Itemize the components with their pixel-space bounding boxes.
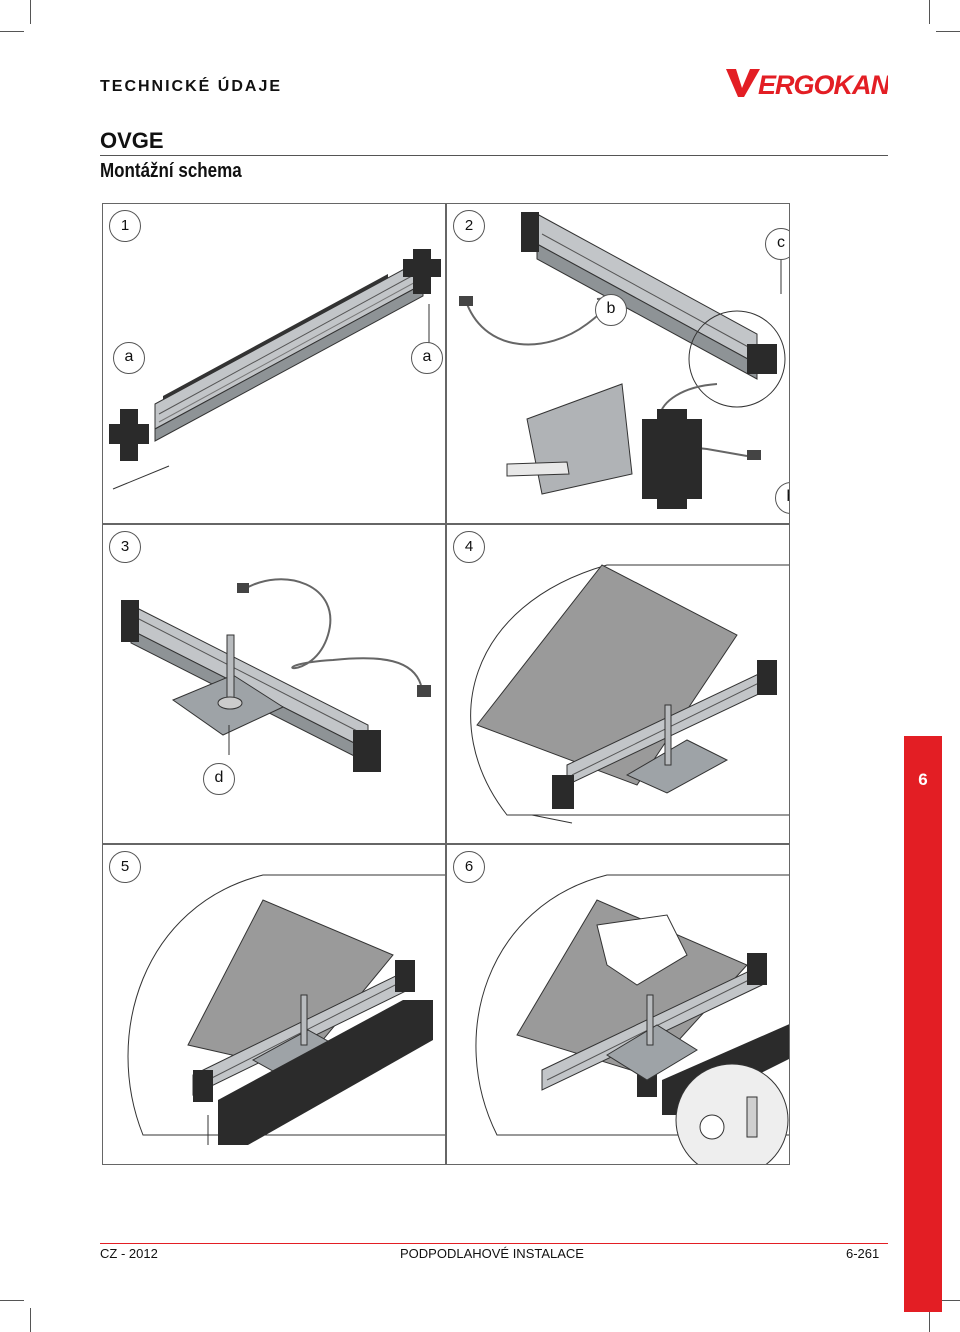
footer-center: PODPODLAHOVÉ INSTALACE xyxy=(400,1246,584,1261)
chapter-tab-number: 6 xyxy=(918,770,928,789)
crop-mark xyxy=(936,31,960,32)
title-rule xyxy=(100,155,888,156)
crop-mark xyxy=(30,1308,31,1332)
earthing-wire xyxy=(466,297,609,346)
connector-block xyxy=(121,600,139,642)
step-number: 4 xyxy=(453,531,485,563)
rail-profile xyxy=(536,213,758,380)
wire-clamp xyxy=(747,450,761,460)
pedestal-rod xyxy=(664,704,672,766)
pointer-line xyxy=(112,465,170,490)
step-panel-1: 1 a a xyxy=(102,203,446,524)
connector-detail xyxy=(506,383,702,509)
pedestal-rod xyxy=(646,994,654,1046)
chapter-tab xyxy=(904,736,942,1312)
step-number: 6 xyxy=(453,851,485,883)
crop-mark xyxy=(929,1308,930,1332)
pedestal-rod xyxy=(300,994,308,1046)
callout-label: b xyxy=(595,294,627,326)
callout-label: a xyxy=(411,342,443,374)
crop-mark xyxy=(936,1300,960,1301)
callout-label: c xyxy=(765,228,789,260)
connector-block xyxy=(403,249,441,294)
crop-mark xyxy=(0,1300,24,1301)
cover-strip xyxy=(218,1000,433,1145)
page-title: OVGE xyxy=(100,128,164,153)
pointer-line xyxy=(531,814,573,824)
footer-page-number: 6-261 xyxy=(846,1246,880,1261)
callout-label: d xyxy=(203,763,235,795)
earthing-wire xyxy=(242,578,422,686)
footer-rule xyxy=(100,1243,888,1244)
connector-block xyxy=(353,730,381,772)
tile-breakout xyxy=(596,914,688,986)
step-5-illustration xyxy=(127,874,445,1145)
rail-profile xyxy=(130,604,369,764)
crop-mark xyxy=(0,31,24,32)
crop-mark xyxy=(30,0,31,24)
connector-block xyxy=(109,409,149,461)
connector-block xyxy=(521,212,539,252)
callout-label: a xyxy=(113,342,145,374)
step-panel-2: 2 c b b xyxy=(446,203,790,524)
step-4-illustration xyxy=(470,564,789,824)
step-panel-6: 6 e xyxy=(446,844,790,1165)
wire-clamp xyxy=(417,685,431,697)
crop-mark xyxy=(929,0,930,24)
assembly-diagram-grid: 1 a a 2 c b xyxy=(102,203,790,1165)
detail-circle xyxy=(688,310,786,408)
wire-clamp xyxy=(459,296,473,306)
step-number: 1 xyxy=(109,210,141,242)
section-heading: TECHNICKÉ ÚDAJE xyxy=(100,78,283,95)
rail-detail xyxy=(746,1096,758,1138)
connector-block xyxy=(757,660,777,695)
connector-block xyxy=(747,344,777,374)
brand-logo: ERGOKAN xyxy=(722,66,888,100)
step-6-illustration xyxy=(475,874,789,1164)
step-panel-3: 3 d xyxy=(102,524,446,844)
pedestal-rod xyxy=(226,634,235,706)
step-number: 2 xyxy=(453,210,485,242)
wire-clamp xyxy=(237,583,249,593)
screw-detail xyxy=(699,1114,725,1140)
connector-block xyxy=(747,953,767,985)
footer-left: CZ - 2012 xyxy=(100,1246,158,1261)
connector-block xyxy=(193,1070,213,1102)
page-subtitle: Montážní schema xyxy=(100,160,242,182)
detail-circle xyxy=(675,1063,789,1164)
step-2-illustration xyxy=(459,212,786,509)
step-number: 3 xyxy=(109,531,141,563)
pedestal-base xyxy=(606,1024,698,1081)
connector-block xyxy=(395,960,415,992)
step-3-illustration xyxy=(121,578,431,772)
connector-block xyxy=(552,775,574,809)
pedestal-nut xyxy=(217,696,243,710)
rail-profile xyxy=(154,258,424,442)
step-number: 5 xyxy=(109,851,141,883)
svg-text:ERGOKAN: ERGOKAN xyxy=(758,70,888,100)
step-panel-4: 4 xyxy=(446,524,790,844)
step-panel-5: 5 xyxy=(102,844,446,1165)
step-1-illustration xyxy=(109,249,441,490)
